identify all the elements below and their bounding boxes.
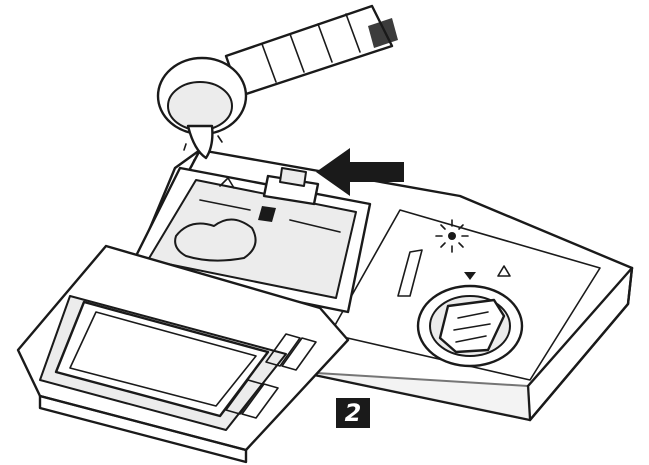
rinse-aid-panel <box>329 209 601 381</box>
sparkle-icon <box>435 219 469 253</box>
lid-ribs <box>225 333 317 419</box>
dispenser-lid <box>16 244 350 464</box>
dial-icon <box>416 284 524 368</box>
indicator-symbols <box>464 265 511 280</box>
level-window <box>397 249 423 297</box>
detergent-bottle-icon <box>156 4 398 167</box>
step-number-badge: 2 <box>336 398 370 428</box>
dispenser-latch <box>262 167 320 206</box>
arrow-left-icon <box>316 148 404 196</box>
